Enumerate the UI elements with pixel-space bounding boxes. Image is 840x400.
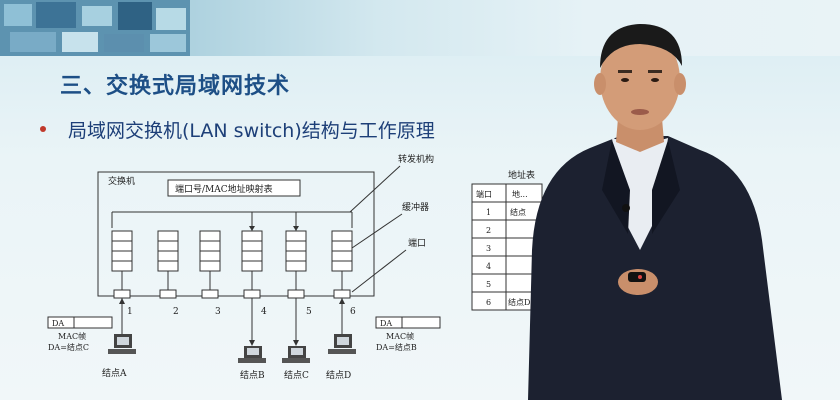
port-buffer-6 bbox=[331, 230, 353, 299]
slide-title: 三、交换式局域网技术 bbox=[60, 74, 291, 99]
computer-icon-d bbox=[328, 334, 356, 354]
port-buffer-3 bbox=[199, 230, 221, 299]
computer-icon-c bbox=[282, 346, 310, 363]
forwarding-callout bbox=[349, 165, 401, 213]
port-number-3: 3 bbox=[215, 307, 221, 317]
node-c-label: 结点C bbox=[284, 369, 309, 381]
port-number-5: 5 bbox=[306, 307, 312, 317]
address-header-port: 端口 bbox=[476, 189, 492, 199]
address-row-port: 4 bbox=[486, 262, 491, 271]
left-frame-dest: DA=结点C bbox=[48, 342, 89, 352]
right-frame-label: MAC帧 bbox=[386, 331, 414, 341]
port-number-4: 4 bbox=[261, 307, 267, 317]
presenter-head bbox=[600, 30, 680, 130]
lapel-microphone bbox=[622, 204, 630, 212]
port-buffers bbox=[111, 212, 353, 299]
port-number-1: 1 bbox=[127, 307, 133, 317]
node-a-label: 结点A bbox=[102, 367, 127, 379]
computer-icon-b bbox=[238, 346, 266, 363]
address-row-port: 1 bbox=[486, 208, 491, 217]
address-header-node: 地... bbox=[512, 189, 528, 199]
port-buffer-5 bbox=[285, 212, 307, 299]
computer-icon-a bbox=[108, 334, 136, 354]
map-table-label: 端口号/MAC地址映射表 bbox=[175, 183, 273, 195]
address-table: 地址表 端口 地... 1 结点 2 3 4 5 6 结点D bbox=[471, 169, 543, 311]
address-row-node: 结点D bbox=[508, 297, 530, 307]
forwarding-label: 转发机构 bbox=[398, 153, 434, 165]
clicker-icon bbox=[628, 272, 646, 282]
address-row-port: 6 bbox=[486, 298, 491, 307]
switch-box bbox=[97, 171, 375, 297]
map-table-box bbox=[167, 179, 301, 197]
port-number-2: 2 bbox=[173, 307, 179, 317]
port-buffer-1 bbox=[111, 230, 133, 299]
header-banner bbox=[0, 0, 840, 56]
address-row-node: 结点 bbox=[510, 207, 526, 217]
address-row-port: 5 bbox=[486, 280, 491, 289]
buffer-callout bbox=[351, 213, 403, 249]
bullet-dot bbox=[40, 126, 46, 132]
right-frame-da: DA bbox=[380, 319, 392, 328]
address-row-port: 2 bbox=[486, 226, 491, 235]
presenter-suit bbox=[528, 136, 782, 400]
left-frame-da: DA bbox=[52, 319, 64, 328]
port-label: 端口 bbox=[408, 237, 426, 249]
node-d-label: 结点D bbox=[326, 369, 351, 381]
banner-decoration bbox=[0, 0, 190, 56]
presenter-hair bbox=[600, 24, 682, 68]
port-number-6: 6 bbox=[350, 307, 356, 317]
switch-label: 交换机 bbox=[108, 175, 135, 187]
right-frame-dest: DA=结点B bbox=[376, 342, 417, 352]
port-buffer-2 bbox=[157, 230, 179, 299]
address-row-port: 3 bbox=[486, 244, 491, 253]
buffer-label: 缓冲器 bbox=[402, 201, 429, 213]
node-b-label: 结点B bbox=[240, 369, 265, 381]
port-buffer-4 bbox=[241, 212, 263, 299]
address-table-title: 地址表 bbox=[508, 169, 535, 181]
slide-bullet: 局域网交换机(LAN switch)结构与工作原理 bbox=[68, 120, 435, 142]
port-callout bbox=[351, 249, 407, 293]
left-frame-label: MAC帧 bbox=[58, 331, 86, 341]
